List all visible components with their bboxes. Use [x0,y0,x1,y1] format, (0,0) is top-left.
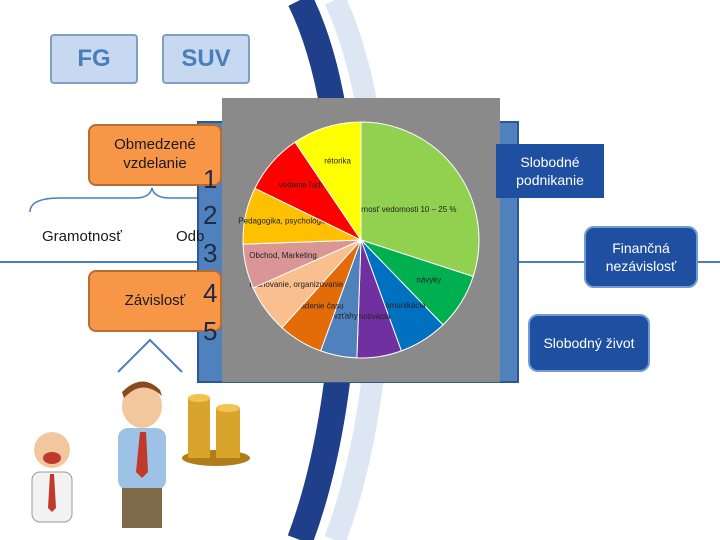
fg-tag: FG [50,34,138,84]
number-1: 1 [203,164,218,194]
pie-svg: odbornosť vedomosti 10 – 25 % návyky komun… [238,121,480,359]
suv-tag: SUV [162,34,250,84]
literacy-label: Gramotnosť [42,228,122,245]
dependency-box: Závislosť [88,270,222,332]
pie-slice-label: motivácia [357,312,391,321]
financial-label: Finančná nezávislosť [605,239,677,274]
small-man-illustration [31,432,73,523]
number-3: 3 [203,238,218,268]
man-pants [122,488,162,528]
pie-slice [360,121,480,278]
number-5: 5 [203,316,218,346]
fg-label: FG [77,45,111,72]
man-head [122,384,162,428]
split-arrow [117,338,183,373]
pie-slice-label: vedenie ľudí [279,181,323,190]
dependency-label: Závislosť [124,291,186,309]
pie-slice-label: Obchod, Marketing [249,251,317,260]
pie-slice-label: návyky [416,275,441,284]
skills-pie-image: odbornosť vedomosti 10 – 25 % návyky komun… [222,98,500,382]
pie-slice-label: komunikácia [381,301,426,310]
life-box: Slobodný život [528,314,650,372]
coins-illustration [182,394,250,466]
pie-slice-label: Plánovanie, organizovanie [249,280,343,289]
education-box: Obmedzené vzdelanie [88,124,222,186]
education-label: Obmedzené vzdelanie [114,136,196,172]
pie-slice-label: Pedagogika, psychológia [238,216,328,225]
man-tie [136,432,148,478]
businessman-illustration [118,381,166,528]
pie-slice [294,121,362,242]
pie-slice-label: rétorika [324,156,351,165]
life-label: Slobodný život [543,334,635,351]
number-2: 2 [203,200,218,230]
business-box: Slobodné podnikanie [496,144,604,198]
pie-slice-label: odbornosť vedomosti 10 – 25 % [343,205,456,214]
business-label: Slobodné podnikanie [516,153,584,188]
pie-slice-label: riadenie času [296,302,344,311]
number-4: 4 [203,278,218,308]
fragment-label: Odb [176,228,205,245]
financial-box: Finančná nezávislosť [584,226,698,288]
pie-slice-label: vzťahy [334,312,358,321]
suv-label: SUV [181,45,231,72]
